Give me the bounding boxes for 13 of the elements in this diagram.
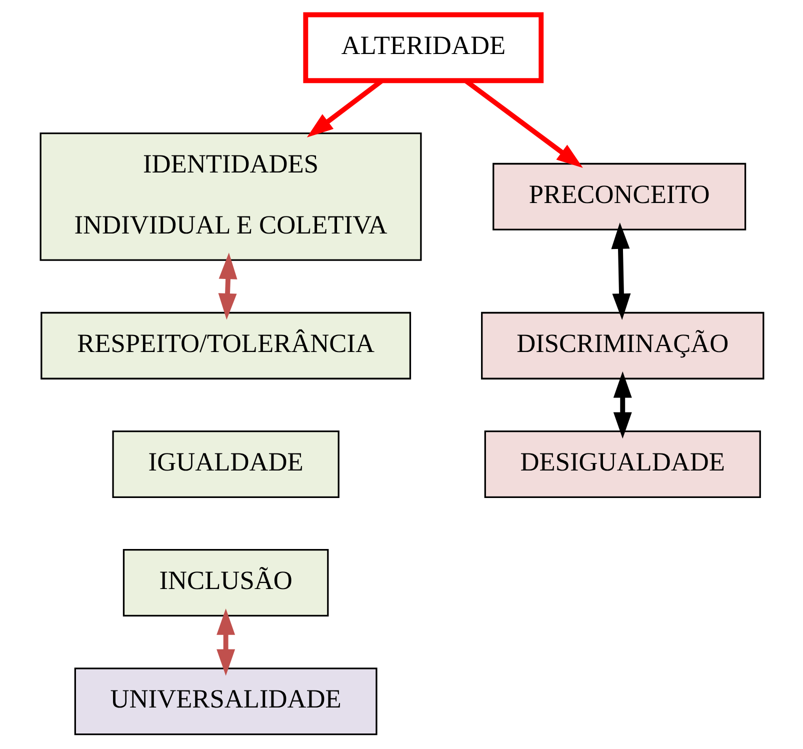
node-box: IGUALDADE xyxy=(112,430,339,498)
node-box: IDENTIDADES INDIVIDUAL E COLETIVA xyxy=(39,132,422,261)
node-box: INCLUSÃO xyxy=(122,549,328,617)
arrow xyxy=(216,608,235,676)
node-box: DESIGUALDADE xyxy=(484,430,760,498)
node-box: RESPEITO/TOLERÂNCIA xyxy=(40,312,411,380)
arrow xyxy=(612,371,632,439)
node-box: PRECONCEITO xyxy=(492,162,746,230)
arrow xyxy=(610,222,630,320)
arrow xyxy=(218,252,237,320)
node-box: ALTERIDADE xyxy=(302,12,544,84)
node-box: UNIVERSALIDADE xyxy=(74,668,377,736)
node-box: DISCRIMINAÇÃO xyxy=(480,312,764,380)
